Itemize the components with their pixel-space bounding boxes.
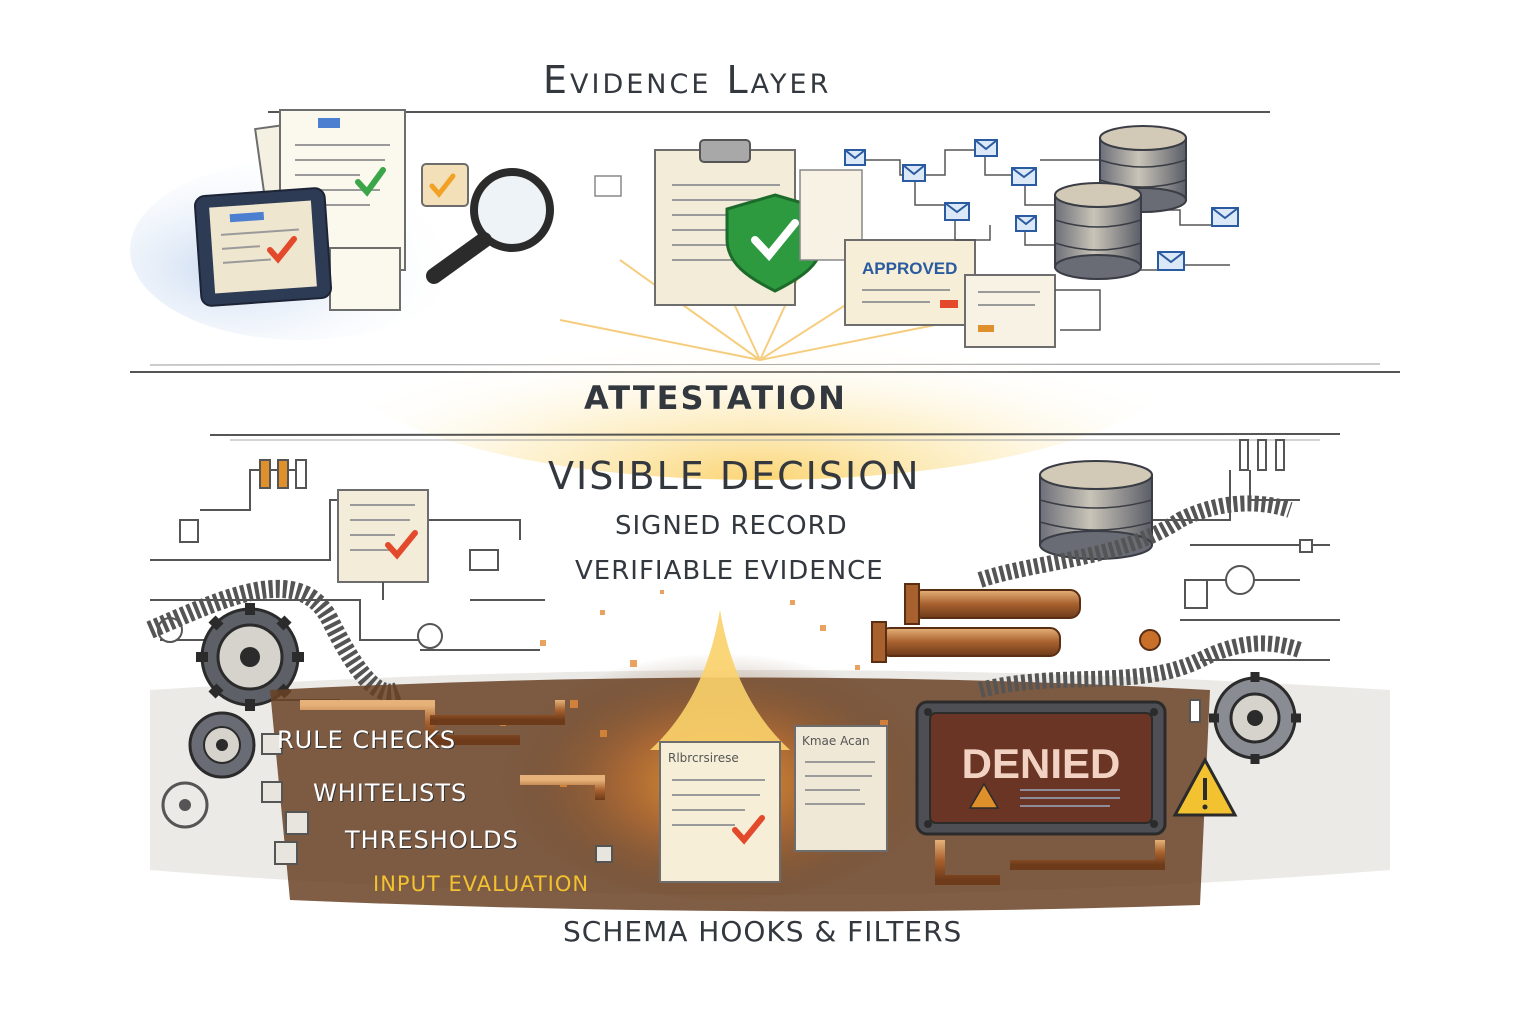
- check-card-icon: [421, 163, 469, 207]
- pipe-icon: [978, 635, 1303, 698]
- filter-step-blocks: [261, 733, 613, 865]
- gear-icon: [161, 781, 209, 829]
- signed-record-label: Signed Record: [615, 511, 848, 541]
- red-check-icon: [267, 236, 297, 264]
- envelope-icons: [844, 139, 1239, 271]
- warning-icon: [1172, 756, 1238, 817]
- verifiable-evidence-label: Verifiable Evidence: [575, 556, 884, 586]
- tablet-icon: [193, 187, 333, 307]
- document-check-icon: [337, 489, 429, 600]
- envelope-icon: [1015, 215, 1037, 232]
- filter-step-thresholds: Thresholds: [345, 826, 519, 854]
- copper-cylinder-icon: [904, 583, 1081, 625]
- envelope-icon: [1157, 251, 1185, 271]
- envelope-icon: [974, 139, 998, 157]
- approved-card-icon: APPROVED: [799, 169, 1056, 348]
- envelope-icon: [944, 202, 970, 221]
- magnifier-icon: [426, 168, 554, 284]
- evidence-layer-title: Evidence Layer: [543, 58, 832, 102]
- gear-icon: [196, 603, 304, 711]
- center-document-icon: Kmae Acan: [794, 725, 888, 852]
- connector-blocks-left: [157, 459, 499, 649]
- center-document-icon: Rlbrcrsirese: [659, 741, 781, 883]
- denied-stamp: DENIED: [962, 740, 1121, 787]
- copper-cylinder-icon: [871, 621, 1161, 663]
- database-icon: [1099, 125, 1187, 213]
- gear-icon: [1209, 672, 1301, 764]
- evidence-layer-art: APPROVED: [130, 109, 1400, 480]
- green-check-icon: [355, 167, 386, 197]
- filter-step-whitelists: Whitelists: [313, 779, 468, 807]
- envelope-icon: [902, 164, 926, 182]
- envelope-icon: [844, 149, 866, 166]
- filter-step-rule-checks: Rule Checks: [277, 726, 457, 754]
- approved-stamp: APPROVED: [862, 259, 957, 278]
- circuit-lines-right: [1150, 470, 1340, 661]
- database-icon: [1054, 182, 1142, 280]
- doc-label-1: Rlbrcrsirese: [668, 751, 739, 765]
- small-note-icon: [594, 175, 622, 197]
- copper-pipes: [300, 700, 1165, 885]
- doc-label-2: Kmae Acan: [802, 734, 870, 748]
- machinery-art: Rlbrcrsirese Kmae Acan: [146, 439, 1390, 912]
- schema-hooks-title: Schema Hooks & Filters: [563, 915, 963, 948]
- denied-panel: DENIED: [915, 700, 1167, 836]
- warning-icon: [968, 782, 1000, 809]
- light-beam: [650, 610, 790, 750]
- attestation-title: Attestation: [584, 379, 847, 417]
- envelope-icon: [1011, 167, 1037, 186]
- connector-blocks-right: [1184, 439, 1313, 723]
- envelope-icon: [1211, 207, 1239, 227]
- filter-step-input-evaluation: Input Evaluation: [373, 872, 590, 896]
- gear-icon: [188, 711, 256, 779]
- visible-decision-title: Visible Decision: [548, 454, 921, 498]
- attestation-rule: [209, 433, 1341, 436]
- database-icon: [1039, 460, 1153, 560]
